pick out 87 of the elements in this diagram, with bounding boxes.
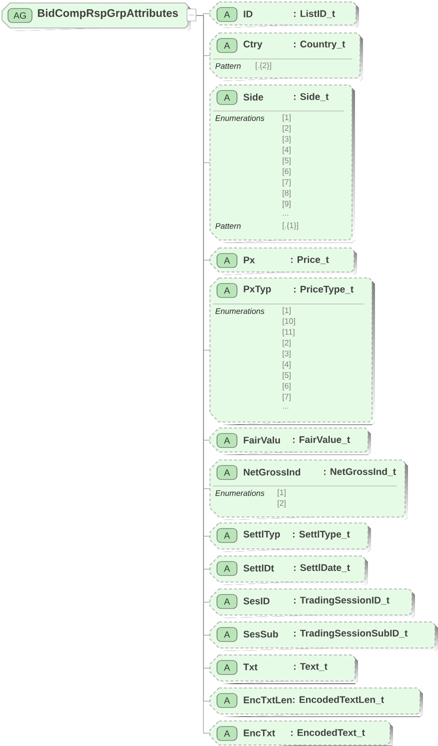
- attribute-box: [210, 248, 357, 275]
- attribute-box: [210, 688, 423, 717]
- facet-value: [10]: [282, 318, 295, 326]
- facet-value: [3]: [282, 136, 291, 144]
- type-name: : TradingSessionSubID_t: [294, 630, 408, 638]
- facet-value: [1]: [278, 489, 286, 497]
- badge: AG: [8, 8, 32, 23]
- badge: A: [216, 528, 238, 543]
- facet-label: Enumerations: [215, 115, 264, 121]
- facet-value: [.{2}]: [256, 62, 272, 70]
- facet-value: ...: [282, 408, 288, 409]
- facet-value: [3]: [282, 350, 291, 358]
- attribute-name: NetGrossInd: [244, 468, 300, 476]
- facet-label: Pattern: [215, 223, 241, 229]
- attribute-name: EncTxt: [244, 730, 276, 736]
- attribute-name: EncTxtLen: [244, 696, 292, 704]
- facet-label: Enumerations: [215, 490, 264, 496]
- badge: A: [216, 726, 238, 741]
- type-name: : EncodedTextLen_t: [293, 696, 384, 704]
- badge: A: [216, 433, 238, 448]
- facet-value: [1]: [282, 114, 291, 122]
- badge: A: [216, 283, 238, 298]
- type-name: : SettlDate_t: [294, 564, 350, 572]
- facet-value: [8]: [282, 190, 291, 198]
- type-name: : SettlType_t: [293, 530, 350, 540]
- attribute-box: [210, 428, 371, 455]
- attribute-box: [210, 556, 368, 585]
- attribute-name: SesSub: [243, 630, 278, 638]
- type-name: : NetGrossInd_t: [324, 468, 396, 476]
- attribute-name: PxTyp: [244, 286, 271, 294]
- attribute-name: Px: [244, 256, 255, 264]
- facet-value: [5]: [282, 372, 291, 380]
- attribute-box: [210, 278, 375, 425]
- facet-value: ...: [282, 214, 288, 216]
- type-name: : FairValue_t: [293, 436, 350, 444]
- attribute-box: [210, 460, 408, 520]
- badge: A: [216, 38, 238, 53]
- badge: A: [216, 90, 238, 105]
- facet-value: [4]: [282, 361, 291, 369]
- badge: A: [216, 7, 238, 22]
- facet-label: Enumerations: [215, 308, 264, 314]
- attribute-name: ID: [244, 10, 252, 18]
- attribute-box: [210, 622, 438, 651]
- type-name: : EncodedText_t: [291, 728, 365, 738]
- facet-value: [7]: [282, 179, 291, 187]
- attribute-name: SettlTyp: [243, 530, 280, 540]
- badge: A: [216, 660, 238, 675]
- attribute-name: FairValu: [244, 436, 280, 444]
- facet-value: [5]: [282, 157, 291, 165]
- facet-value: [4]: [282, 146, 291, 154]
- type-name: : PriceType_t: [294, 286, 354, 294]
- attribute-name: Txt: [243, 664, 258, 670]
- facet-value: [2]: [278, 500, 286, 508]
- facet-value: [6]: [282, 382, 291, 390]
- facet-value: [7]: [282, 394, 291, 402]
- badge: A: [216, 465, 238, 480]
- attribute-box: [210, 32, 363, 81]
- type-name: : Country_t: [294, 40, 346, 50]
- type-name: : Text_t: [294, 663, 328, 671]
- attribute-box: [210, 2, 359, 28]
- type-name: : TradingSessionID_t: [294, 596, 390, 606]
- attribute-name: SettlDt: [243, 564, 274, 572]
- badge: A: [216, 594, 238, 609]
- facet-value: [2]: [282, 340, 291, 348]
- facet-value: [11]: [282, 328, 294, 336]
- badge: A: [216, 561, 238, 576]
- attribute-box: [210, 654, 358, 684]
- facet-label: Pattern: [215, 63, 241, 69]
- badge: A: [216, 253, 238, 268]
- type-name: : ListID_t: [294, 10, 336, 18]
- attribute-box: [210, 588, 415, 618]
- attribute-name: Side: [243, 94, 264, 101]
- attribute-group-box: AG BidCompRspGrpAttributes: [2, 2, 191, 31]
- facet-value: [.{1}]: [282, 222, 298, 230]
- attribute-box: [210, 720, 393, 746]
- facet-value: [6]: [282, 168, 291, 176]
- facet-value: [9]: [282, 200, 291, 208]
- attribute-box: [210, 84, 355, 243]
- facet-value: [1]: [282, 307, 291, 315]
- attribute-name: SesID: [243, 598, 270, 604]
- type-name: : Side_t: [294, 92, 329, 102]
- facet-value: [2]: [282, 125, 291, 133]
- type-name: : Price_t: [291, 256, 329, 264]
- badge: A: [216, 693, 238, 708]
- attribute-name: Ctry: [244, 40, 262, 50]
- attribute-box: [210, 522, 371, 552]
- badge: A: [216, 627, 238, 642]
